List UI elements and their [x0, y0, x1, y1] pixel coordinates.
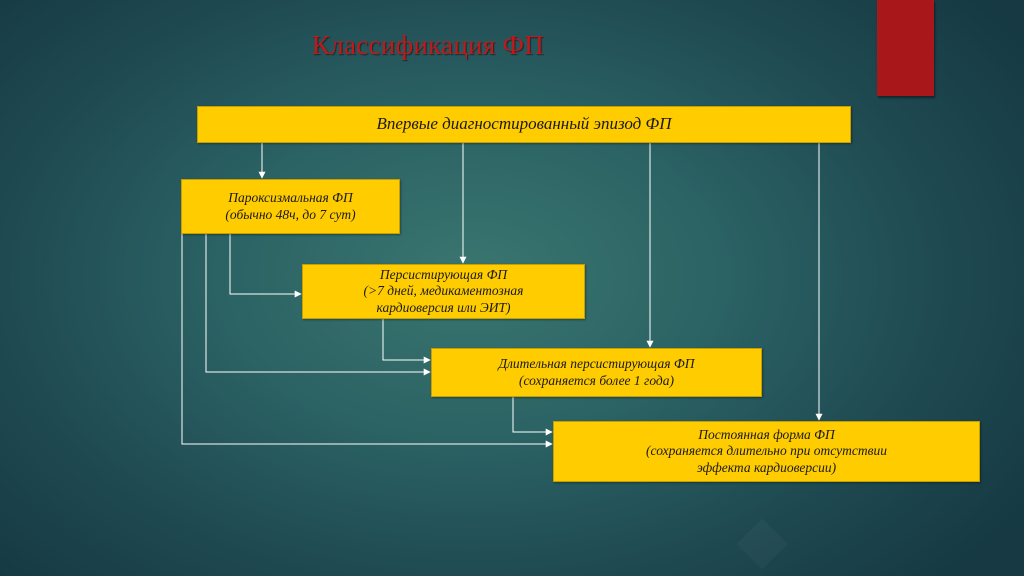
box-persistent-af: Персистирующая ФП (>7 дней, медикаментоз… [302, 264, 585, 319]
box-long-persistent-title: Длительная персистирующая ФП [498, 356, 695, 372]
box-paroxysmal-title: Пароксизмальная ФП [228, 190, 353, 206]
arrow-paroxysmal-to-permanent [181, 234, 553, 448]
box-long-persistent-detail: (сохраняется более 1 года) [519, 372, 674, 388]
box-paroxysmal-detail: (обычно 48ч, до 7 сут) [225, 206, 356, 222]
box-permanent-detail-1: (сохраняется длительно при отсутствии [646, 443, 887, 459]
box-first-diagnosed-episode: Впервые диагностированный эпизод ФП [197, 106, 851, 143]
box-permanent-af: Постоянная форма ФП (сохраняется длитель… [553, 421, 980, 482]
box-paroxysmal-af: Пароксизмальная ФП (обычно 48ч, до 7 сут… [181, 179, 400, 234]
accent-bar [877, 0, 934, 96]
arrow-persistent-to-long-persistent [382, 319, 431, 364]
box-persistent-detail-1: (>7 дней, медикаментозная [363, 283, 524, 299]
arrow-paroxysmal-to-long-persistent [205, 234, 431, 376]
box-persistent-title: Персистирующая ФП [379, 266, 508, 282]
arrow-long-persistent-to-permanent [512, 397, 553, 436]
slide-title: Классификация ФП [311, 30, 545, 60]
box-permanent-detail-2: эффекта кардиоверсии) [696, 459, 837, 475]
box-permanent-title: Постоянная форма ФП [698, 426, 835, 442]
box-long-persistent-af: Длительная персистирующая ФП (сохраняетс… [431, 348, 762, 397]
box-persistent-detail-2: кардиоверсия или ЭИТ) [376, 299, 511, 315]
arrow-paroxysmal-to-persistent [229, 234, 302, 298]
box-first-diagnosed-text: Впервые диагностированный эпизод ФП [376, 114, 672, 134]
